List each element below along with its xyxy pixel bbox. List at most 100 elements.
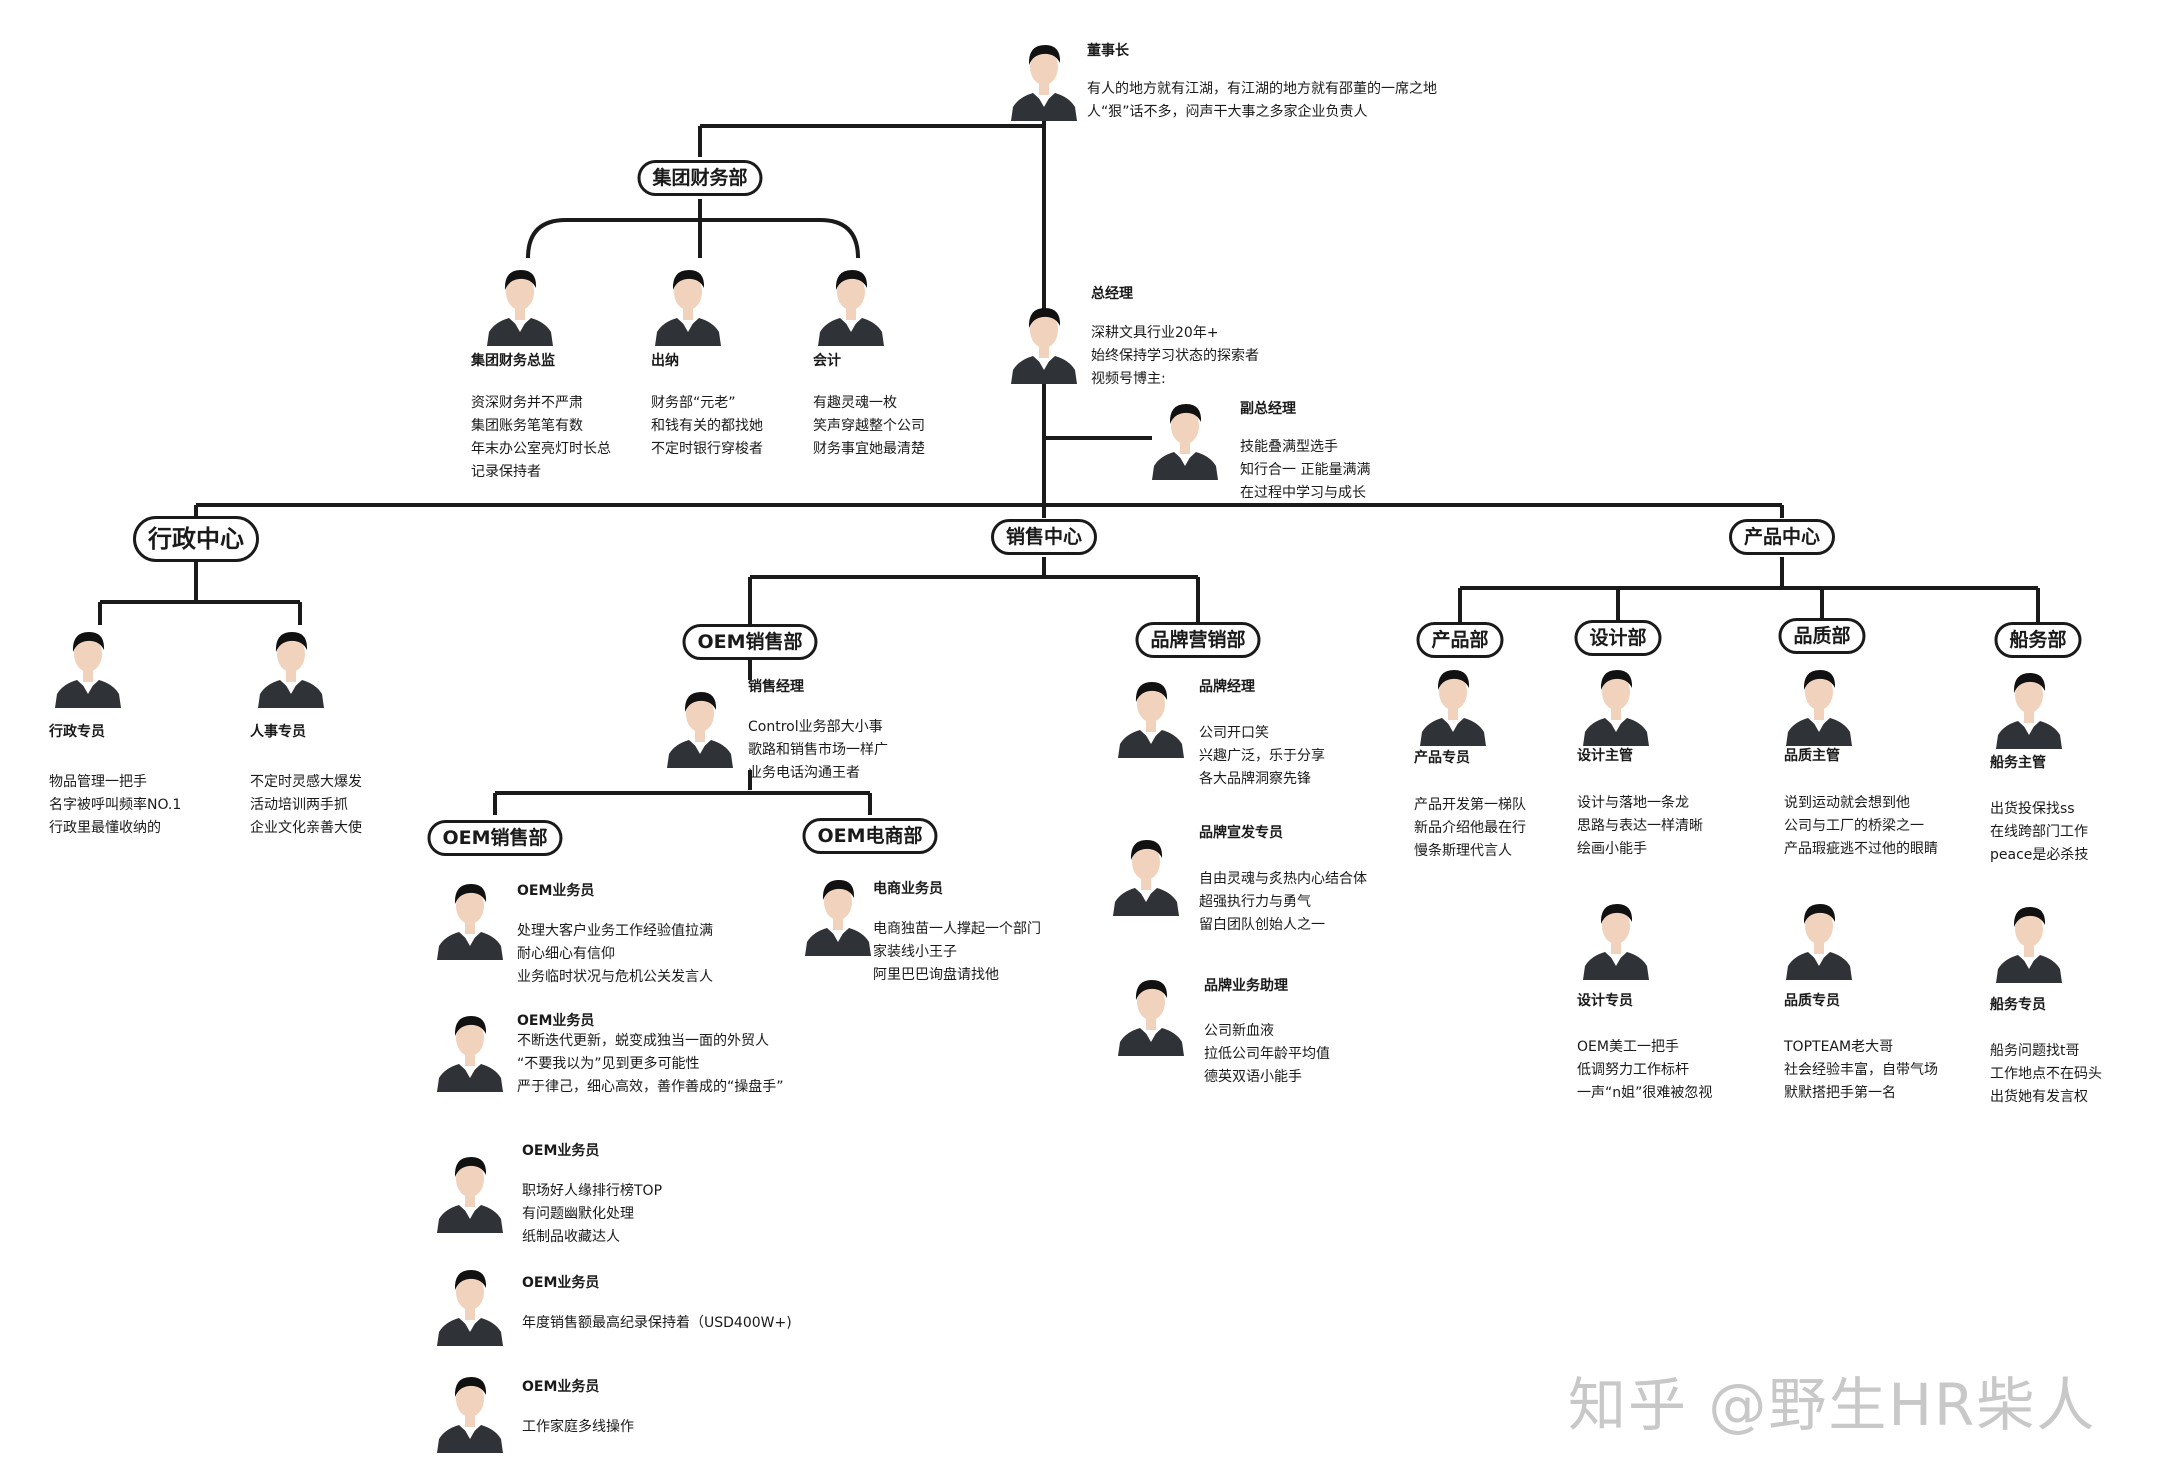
description-line: 始终保持学习状态的探索者 [1091,348,1259,364]
description-line: 集团账务笔笔有数 [471,418,583,434]
avatar-icon [818,258,884,346]
description-line: 电商独苗一人撑起一个部门 [873,921,1041,937]
role-description: 说到运动就会想到他公司与工厂的桥梁之一产品瑕疵逃不过他的眼睛 [1784,792,1938,861]
dept-oem-ecommerce: OEM电商部 [802,818,938,854]
avatar-icon [1011,33,1077,121]
description-line: 行政里最懂收纳的 [49,820,161,836]
description-line: 职场好人缘排行榜TOP [522,1183,663,1199]
role-description: 年度销售额最高纪录保持着（USD400W+) [522,1312,792,1335]
role-description: 深耕文具行业20年+始终保持学习状态的探索者视频号博主: [1091,322,1259,391]
description-line: 技能叠满型选手 [1240,439,1338,455]
role-title: 总经理 [1091,286,1133,302]
role-description: 公司开口笑兴趣广泛，乐于分享各大品牌洞察先锋 [1199,722,1325,791]
description-line: 慢条斯理代言人 [1414,843,1512,859]
description-line: 一声“n姐”很难被忽视 [1577,1085,1713,1101]
description-line: 公司新血液 [1204,1023,1274,1039]
description-line: 家装线小王子 [873,944,957,960]
role-description: 有趣灵魂一枚笑声穿越整个公司财务事宜她最清楚 [813,392,925,461]
description-line: 财务事宜她最清楚 [813,441,925,457]
avatar-icon [667,680,733,768]
description-line: 记录保持者 [471,464,541,480]
role-title: 品牌宣发专员 [1199,825,1283,841]
dept-brand-marketing: 品牌营销部 [1135,622,1261,658]
role-title: 品牌经理 [1199,679,1255,695]
description-line: 公司开口笑 [1199,725,1269,741]
avatar-icon [258,620,324,708]
avatar-icon [437,1004,503,1092]
dept-oem-sales: OEM销售部 [682,624,818,660]
description-line: 业务电话沟通王者 [748,765,860,781]
description-line: 深耕文具行业20年+ [1091,325,1219,341]
description-line: 船务问题找t哥 [1990,1043,2080,1059]
role-title: 董事长 [1087,43,1129,59]
description-line: 在过程中学习与成长 [1240,485,1366,501]
role-title: 会计 [813,353,841,369]
description-line: 有人的地方就有江湖，有江湖的地方就有邵董的一席之地 [1087,81,1437,97]
dept-sales-center: 销售中心 [990,519,1098,555]
role-description: 处理大客户业务工作经验值拉满耐心细心有信仰业务临时状况与危机公关发言人 [517,920,713,989]
role-description: 有人的地方就有江湖，有江湖的地方就有邵董的一席之地人“狠”话不多，闷声干大事之多… [1087,78,1437,124]
avatar-icon [55,620,121,708]
description-line: 不断迭代更新，蜕变成独当一面的外贸人 [517,1033,769,1049]
description-line: 人“狠”话不多，闷声干大事之多家企业负责人 [1087,104,1368,120]
role-title: 集团财务总监 [471,353,555,369]
description-line: 企业文化亲善大使 [250,820,362,836]
description-line: 工作家庭多线操作 [522,1419,634,1435]
description-line: 说到运动就会想到他 [1784,795,1910,811]
description-line: OEM美工一把手 [1577,1039,1679,1055]
role-description: TOPTEAM老大哥社会经验丰富，自带气场默默搭把手第一名 [1784,1036,1938,1105]
description-line: 社会经验丰富，自带气场 [1784,1062,1938,1078]
avatar-icon [437,1258,503,1346]
role-title: OEM业务员 [522,1379,600,1395]
description-line: 低调努力工作标杆 [1577,1062,1689,1078]
avatar-icon [1152,392,1218,480]
role-title: OEM业务员 [522,1143,600,1159]
dept-design: 设计部 [1574,620,1662,656]
role-description: 不断迭代更新，蜕变成独当一面的外贸人“不要我以为”见到更多可能性严于律己，细心高… [517,1030,784,1099]
avatar-icon [1118,670,1184,758]
description-line: 纸制品收藏达人 [522,1229,620,1245]
role-title: 行政专员 [49,724,105,740]
role-description: 设计与落地一条龙思路与表达一样清晰绘画小能手 [1577,792,1703,861]
avatar-icon [1583,892,1649,980]
description-line: 超强执行力与勇气 [1199,894,1311,910]
description-line: 产品瑕疵逃不过他的眼睛 [1784,841,1938,857]
role-title: OEM业务员 [517,1013,595,1029]
description-line: 耐心细心有信仰 [517,946,615,962]
dept-product: 产品部 [1416,622,1504,658]
avatar-icon [1786,658,1852,746]
dept-finance: 集团财务部 [637,160,763,196]
description-line: 名字被呼叫频率NO.1 [49,797,182,813]
role-description: 财务部“元老”和钱有关的都找她不定时银行穿梭者 [651,392,763,461]
description-line: 各大品牌洞察先锋 [1199,771,1311,787]
description-line: 歌路和销售市场一样广 [748,742,888,758]
avatar-icon [1420,658,1486,746]
description-line: 自由灵魂与炙热内心结合体 [1199,871,1367,887]
description-line: 德英双语小能手 [1204,1069,1302,1085]
description-line: 年末办公室亮灯时长总 [471,441,611,457]
description-line: Control业务部大小事 [748,719,883,735]
description-line: 不定时灵感大爆发 [250,774,362,790]
avatar-icon [1118,968,1184,1056]
description-line: 绘画小能手 [1577,841,1647,857]
dept-oem-sales-sub: OEM销售部 [427,820,563,856]
description-line: 阿里巴巴询盘请找他 [873,967,999,983]
avatar-icon [1996,661,2062,749]
description-line: 物品管理一把手 [49,774,147,790]
role-title: 副总经理 [1240,401,1296,417]
avatar-icon [487,258,553,346]
role-description: 物品管理一把手名字被呼叫频率NO.1 行政里最懂收纳的 [49,771,181,840]
description-line: 财务部“元老” [651,395,736,411]
description-line: 工作地点不在码头 [1990,1066,2102,1082]
description-line: 默默搭把手第一名 [1784,1085,1896,1101]
role-description: 工作家庭多线操作 [522,1416,634,1439]
role-description: 产品开发第一梯队新品介绍他最在行慢条斯理代言人 [1414,794,1526,863]
dept-product-center: 产品中心 [1728,519,1836,555]
description-line: 思路与表达一样清晰 [1577,818,1703,834]
role-description: 不定时灵感大爆发活动培训两手抓企业文化亲善大使 [250,771,362,840]
role-description: 船务问题找t哥工作地点不在码头出货她有发言权 [1990,1040,2102,1109]
role-title: 品质主管 [1784,748,1840,764]
dept-admin-center: 行政中心 [133,516,259,562]
